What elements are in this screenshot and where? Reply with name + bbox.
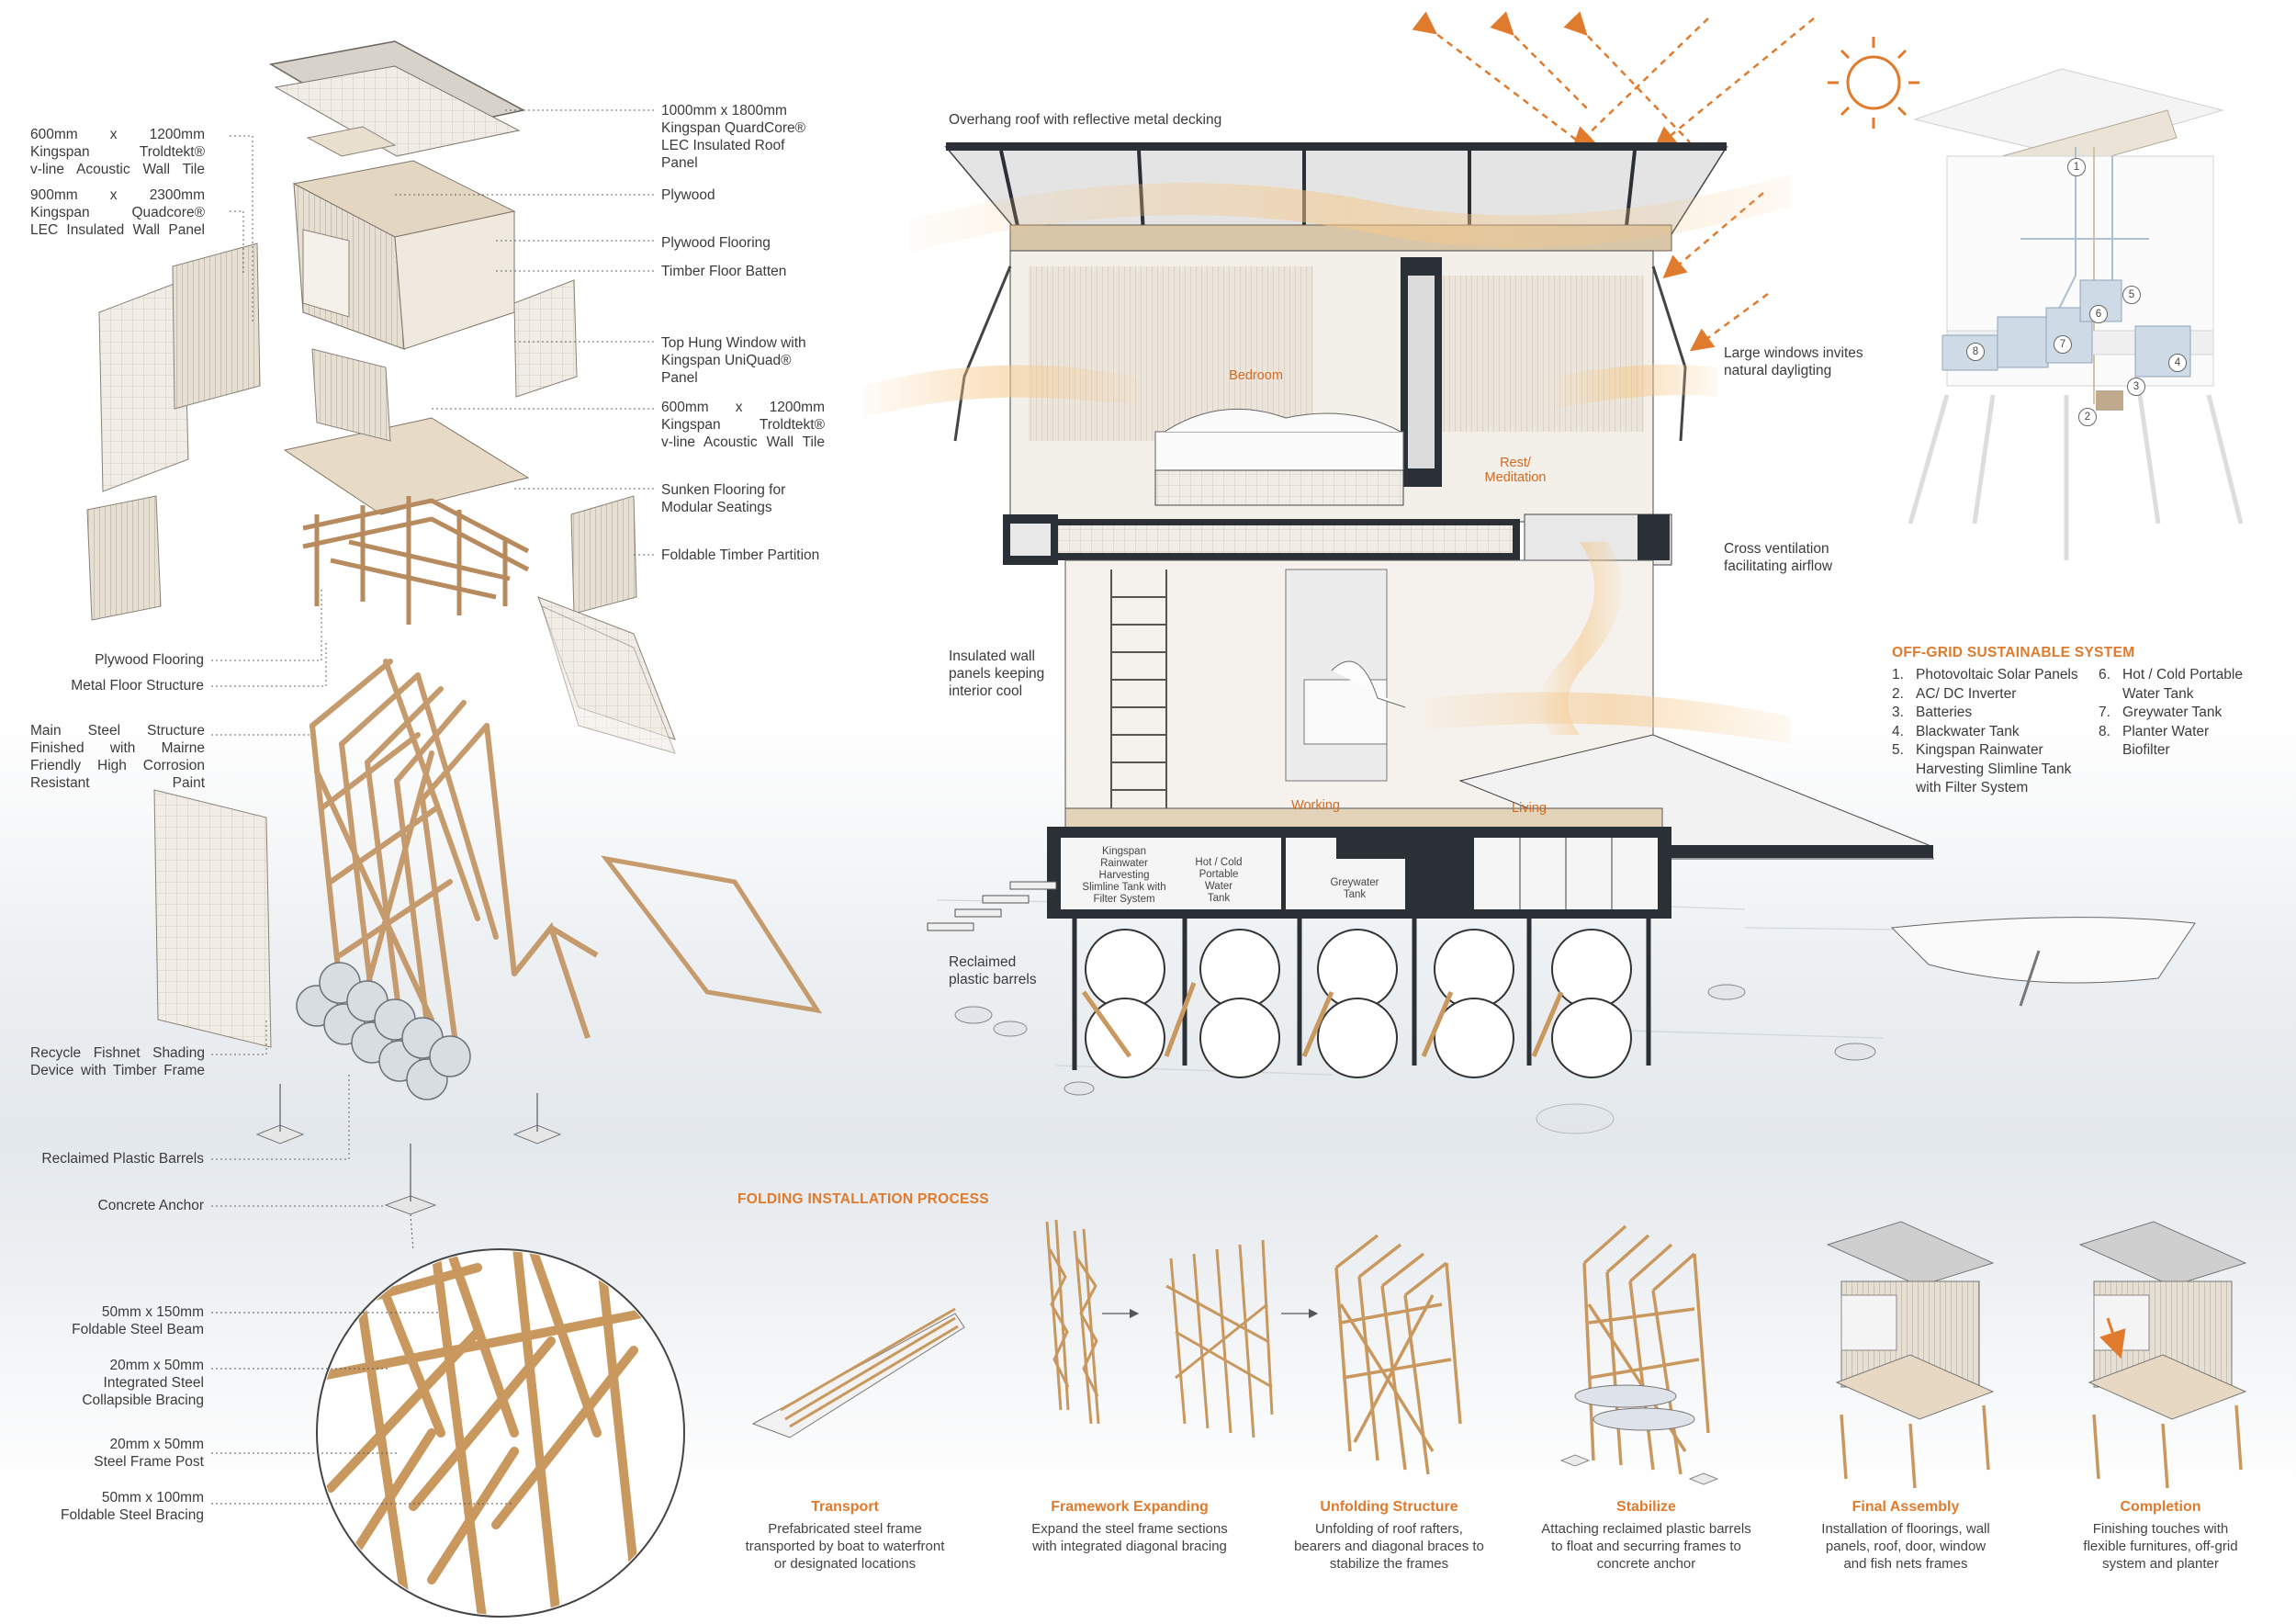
step-framework-desc: Expand the steel frame sections with int… [1031,1521,1228,1554]
annotation-insulated: Insulated wall panels keeping interior c… [949,648,1045,699]
step-framework-title: Framework Expanding [1051,1499,1209,1515]
offgrid-item: 3.Batteries [1892,705,1973,720]
label-steel-beam: 50mm x 150mm Foldable Steel Beam [72,1304,204,1337]
label-fishnet: Recycle Fishnet Shading Device with Timb… [30,1045,205,1078]
room-bedroom: Bedroom [1229,368,1283,383]
process-title: FOLDING INSTALLATION PROCESS [737,1191,989,1207]
tank-greywater: Greywater Tank [1330,877,1379,900]
label-wall-tile-right: 600mm x 1200mm Kingspan Troldtekt® v-lin… [661,400,825,450]
label-plywood-flooring: Plywood Flooring [661,235,771,251]
label-main-steel: Main Steel Structure Finished with Mairn… [30,723,205,791]
room-rest-meditation: Rest/ Meditation [1484,456,1547,485]
marker-8: 8 [1966,343,1985,361]
label-roof-panel: 1000mm x 1800mm Kingspan QuardCore® LEC … [661,103,806,171]
label-timber-partition: Foldable Timber Partition [661,547,820,563]
label-metal-floor: Metal Floor Structure [71,678,204,694]
label-foldable-bracing: 50mm x 100mm Foldable Steel Bracing [61,1490,204,1523]
step-stabilize-title: Stabilize [1616,1499,1676,1515]
offgrid-list-col1: 1.Photovoltaic Solar Panels 2.AC/ DC Inv… [1892,666,2099,798]
marker-4: 4 [2168,354,2187,372]
label-sunken-flooring: Sunken Flooring for Modular Seatings [661,482,786,515]
marker-3: 3 [2127,378,2145,396]
offgrid-list-col2: 6.Hot / Cold Portable Water Tank 7.Greyw… [2099,666,2273,761]
label-timber-batten: Timber Floor Batten [661,264,787,279]
step-transport-title: Transport [811,1499,879,1515]
label-collapsible-bracing: 20mm x 50mm Integrated Steel Collapsible… [82,1358,204,1408]
offgrid-item: 4.Blackwater Tank [1892,723,2020,739]
label-barrels: Reclaimed Plastic Barrels [41,1151,204,1167]
marker-5: 5 [2122,286,2141,304]
step-completion-title: Completion [2120,1499,2201,1515]
label-plywood: Plywood [661,187,715,203]
label-frame-post: 20mm x 50mm Steel Frame Post [94,1437,204,1470]
label-wall-tile-left: 600mm x 1200mm Kingspan Troldtekt® v-lin… [30,127,205,177]
offgrid-item: 2.AC/ DC Inverter [1892,685,2017,702]
step-stabilize-desc: Attaching reclaimed plastic barrels to f… [1541,1521,1751,1572]
annotation-barrels: Reclaimed plastic barrels [949,954,1037,987]
marker-2: 2 [2078,408,2097,426]
step-unfolding-desc: Unfolding of roof rafters, bearers and d… [1294,1521,1484,1572]
annotation-ventilation: Cross ventilation facilitating airflow [1724,541,1833,574]
step-transport-desc: Prefabricated steel frame transported by… [745,1521,945,1572]
offgrid-item: 5.Kingspan Rainwater Harvesting Slimline… [1892,742,2072,795]
label-wall-panel: 900mm x 2300mm Kingspan Quadcore® LEC In… [30,187,205,238]
process-illustrations [751,1219,2247,1489]
marker-1: 1 [2067,158,2086,176]
offgrid-axonometric [1908,68,2244,560]
steel-detail-circle [211,1213,685,1618]
exploded-axonometric [86,40,823,1215]
step-final-assembly-title: Final Assembly [1851,1499,1960,1515]
step-unfolding-title: Unfolding Structure [1320,1499,1458,1515]
step-completion-desc: Finishing touches with flexible furnitur… [2083,1521,2238,1572]
tank-potable-water: Hot / Cold Portable Water Tank [1195,857,1243,904]
annotation-windows: Large windows invites natural dayligting [1724,345,1863,378]
offgrid-title: OFF-GRID SUSTAINABLE SYSTEM [1892,645,2135,660]
offgrid-item: 8.Planter Water Biofilter [2099,723,2210,759]
label-concrete-anchor: Concrete Anchor [97,1198,204,1213]
tank-rainwater: Kingspan Rainwater Harvesting Slimline T… [1082,846,1166,905]
step-final-assembly-desc: Installation of floorings, wall panels, … [1821,1521,1990,1572]
offgrid-item: 7.Greywater Tank [2099,705,2223,720]
label-top-hung-window: Top Hung Window with Kingspan UniQuad® P… [661,335,806,386]
room-living: Living [1512,801,1547,816]
room-working: Working [1291,798,1340,813]
offgrid-item: 6.Hot / Cold Portable Water Tank [2099,667,2243,702]
offgrid-item: 1.Photovoltaic Solar Panels [1892,667,2078,682]
label-plywood-flooring-left: Plywood Flooring [95,652,204,668]
section-perspective [863,11,2196,1134]
marker-6: 6 [2089,305,2108,323]
marker-7: 7 [2054,335,2072,354]
annotation-roof: Overhang roof with reflective metal deck… [949,112,1222,128]
